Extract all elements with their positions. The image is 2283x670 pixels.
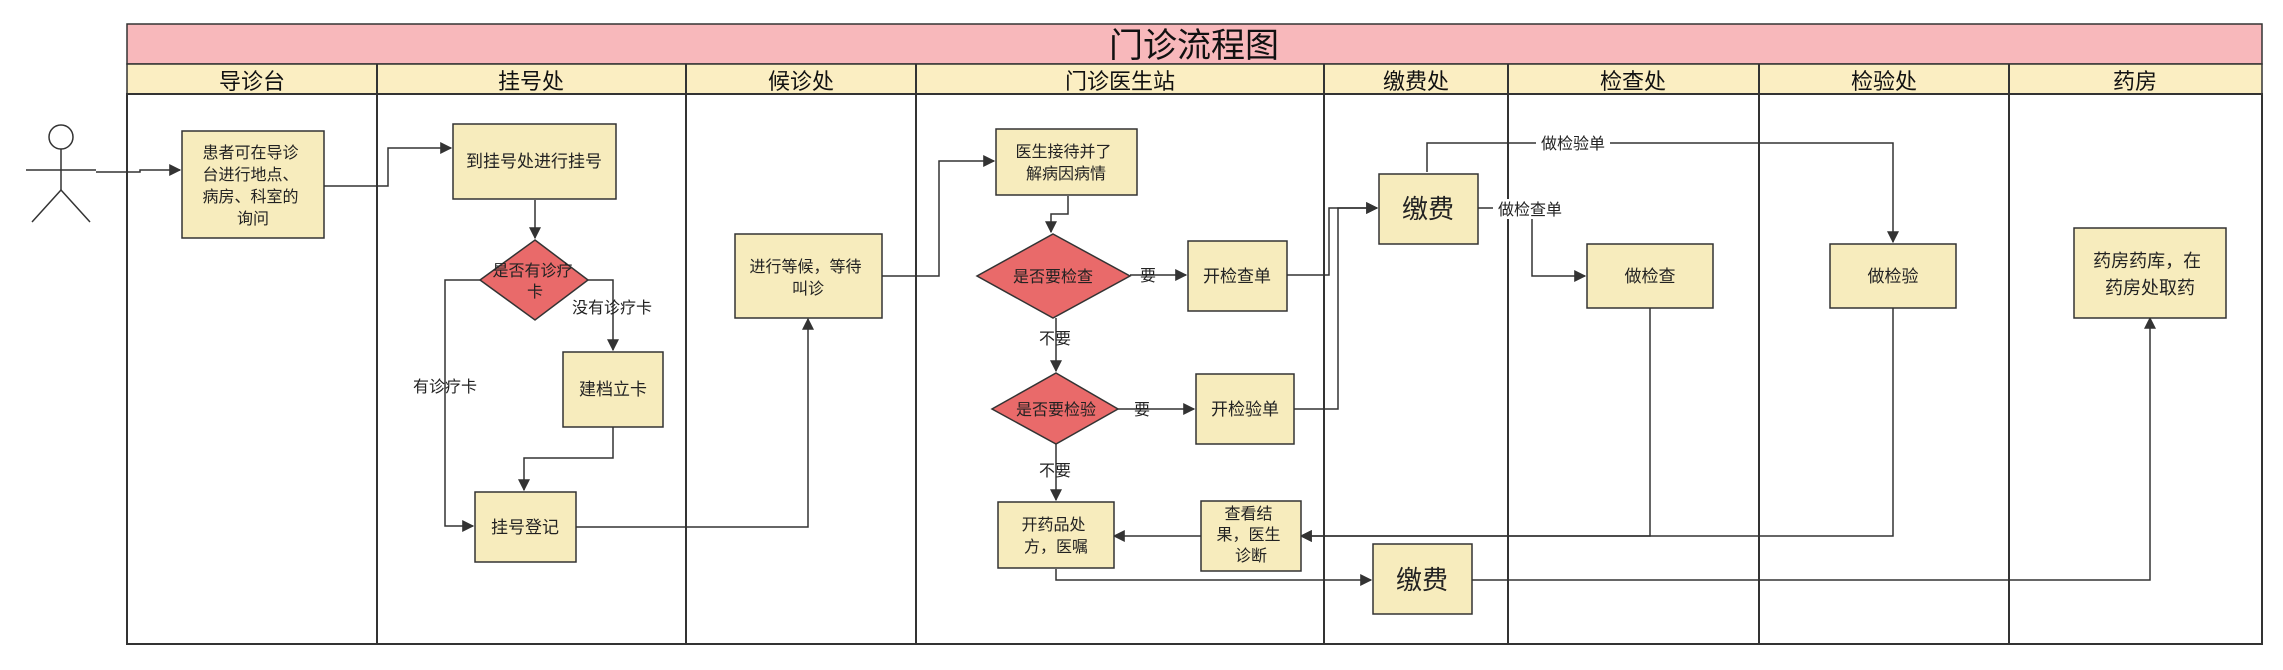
node-create-card-text: 建档立卡 <box>579 380 647 400</box>
node-go-register-text: 到挂号处进行挂号 <box>466 152 602 172</box>
node-pay1-box <box>1378 173 1479 245</box>
lanes: 导诊台 挂号处 候诊处 门诊医生站 缴费处 检查处 检验处 药房 <box>126 63 2263 645</box>
node-doctor-receive-box <box>995 128 1138 196</box>
label-no-card: 没有诊疗卡 <box>572 298 652 317</box>
node-pharmacy-text: 药房药库，在 药房处取药 <box>2093 251 2207 299</box>
label-do-exam-sheet: 做检查单 <box>1498 200 1562 219</box>
node-do-test-box <box>1829 243 1957 309</box>
edge-opentest-pay1 <box>1294 202 1379 410</box>
node-has-card-diamond <box>478 239 590 321</box>
node-need-test-diamond <box>990 372 1120 445</box>
edge-has-card <box>444 279 480 532</box>
label-do-test-sheet-bg <box>1536 133 1610 153</box>
lane-label-waiting: 候诊处 <box>768 70 834 95</box>
edge-no-card <box>588 279 619 352</box>
edge-exam-result <box>1299 308 1651 542</box>
patient-actor-icon <box>26 124 96 223</box>
lane-label-exam: 检查处 <box>1600 70 1666 95</box>
label-no-exam: 不要 <box>1039 329 1071 348</box>
lane-label-doctor: 门诊医生站 <box>1065 70 1175 95</box>
lane-body-frame <box>126 93 2263 645</box>
node-wait-box <box>734 233 883 319</box>
edge-pay2-pharmacy <box>1472 316 2156 581</box>
node-doctor-receive-text: 医生接待并了 解病因病情 <box>1015 142 1116 183</box>
node-open-exam-box <box>1187 240 1288 312</box>
node-pay1-text: 缴费 <box>1402 195 1454 225</box>
edge-doctor-examq <box>1045 196 1069 234</box>
node-do-exam-box <box>1586 243 1714 309</box>
node-go-register-box <box>452 123 617 200</box>
edge-register-wait <box>576 317 814 528</box>
nodes: 患者可在导诊 台进行地点、 病房、科室的 询问 到挂号处进行挂号 是否有诊疗 卡… <box>181 123 2227 615</box>
lane-label-payment: 缴费处 <box>1383 70 1449 95</box>
node-view-result-text: 查看结 果，医生 诊断 <box>1216 504 1285 565</box>
node-register-box <box>474 491 577 563</box>
lane-label-pharmacy: 药房 <box>2113 70 2157 95</box>
label-do-exam-sheet-bg <box>1493 199 1569 219</box>
node-open-exam-text: 开检查单 <box>1203 267 1271 287</box>
label-yes-exam: 要 <box>1140 266 1156 285</box>
node-open-test-box <box>1195 373 1295 445</box>
lane-label-guide: 导诊台 <box>219 70 285 95</box>
edge-actor-guide <box>96 164 182 176</box>
node-do-test-text: 做检验 <box>1868 267 1919 287</box>
label-yes-test: 要 <box>1134 400 1150 419</box>
node-need-exam-text: 是否要检查 <box>1013 267 1093 286</box>
label-do-test-sheet: 做检验单 <box>1541 134 1605 153</box>
node-pay2-text: 缴费 <box>1396 566 1448 596</box>
edge-wait-doctor <box>882 155 996 277</box>
lane-label-registration: 挂号处 <box>498 70 564 95</box>
edge-guide-register <box>324 142 453 187</box>
node-prescribe-box <box>997 501 1115 569</box>
lane-label-lab: 检验处 <box>1851 70 1917 95</box>
lane-header-bg <box>126 63 2263 95</box>
node-do-exam-text: 做检查 <box>1625 267 1676 287</box>
node-create-card-box <box>562 351 664 428</box>
node-pay2-box <box>1372 543 1473 615</box>
node-need-test-text: 是否要检验 <box>1016 400 1096 419</box>
edge-lab-result <box>1299 308 1894 542</box>
node-guide-box <box>181 130 325 239</box>
node-prescribe-text: 开药品处 方，医嘱 <box>1021 515 1090 556</box>
edge-pay1-lab <box>1426 142 1899 244</box>
edge-openexam-pay1 <box>1287 202 1379 276</box>
title-bar <box>126 23 2263 65</box>
label-has-card: 有诊疗卡 <box>413 377 477 396</box>
node-register-text: 挂号登记 <box>491 518 559 538</box>
node-guide-text: 患者可在导诊 台进行地点、 病房、科室的 询问 <box>202 143 303 228</box>
diagram-title: 门诊流程图 <box>1109 26 1279 66</box>
node-wait-text: 进行等候，等待 叫诊 <box>749 257 866 298</box>
label-no-test: 不要 <box>1039 461 1071 480</box>
edge-prescribe-pay2 <box>1055 569 1373 586</box>
node-need-exam-diamond <box>975 233 1132 319</box>
node-pharmacy-box <box>2073 227 2227 319</box>
edge-createcard-register <box>518 427 614 492</box>
edge-labels: 没有诊疗卡 有诊疗卡 要 不要 要 不要 做检验单 做检查单 <box>413 133 1610 480</box>
node-view-result-box <box>1200 500 1302 572</box>
edges <box>96 142 2156 586</box>
node-has-card-text: 是否有诊疗 卡 <box>492 261 577 301</box>
node-open-test-text: 开检验单 <box>1211 400 1279 420</box>
